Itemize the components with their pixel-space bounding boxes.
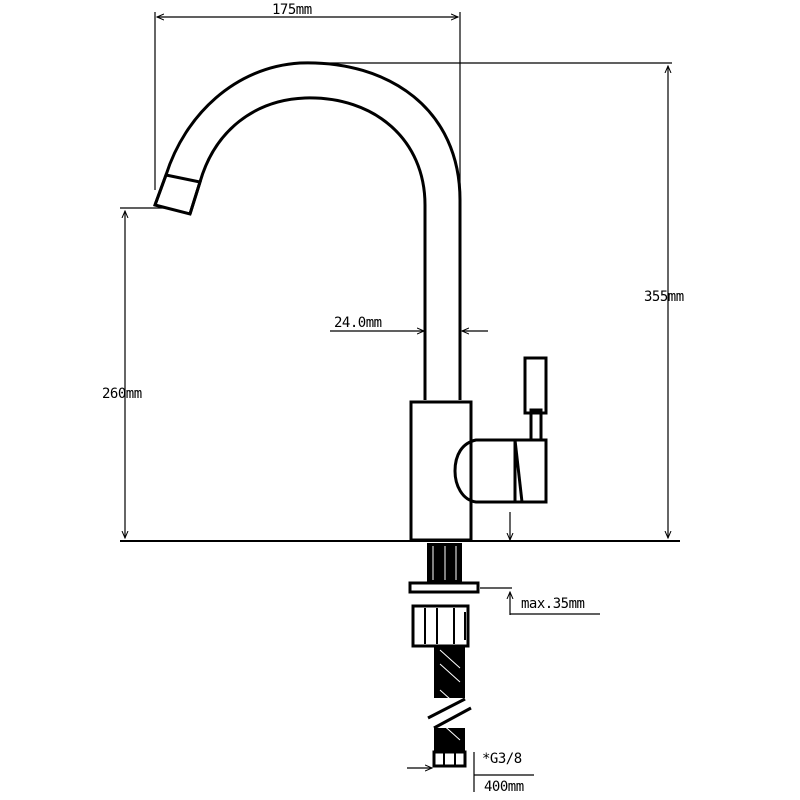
handle-lever <box>523 356 548 415</box>
label-spout-height: 260mm <box>102 386 142 402</box>
hose-braid-pattern <box>439 649 461 741</box>
mounting-washer <box>408 581 480 594</box>
body-block <box>409 400 473 542</box>
hose-break-gap <box>420 698 478 728</box>
handle-divider <box>513 439 524 503</box>
mounting-nut <box>411 604 470 648</box>
label-max-thickness: max.35mm <box>521 596 585 612</box>
spout-aerator-tip <box>153 173 202 216</box>
faucet-spout <box>153 61 462 400</box>
break-line-2 <box>433 706 472 730</box>
dimension-thread: *G3/8 <box>473 751 522 792</box>
faucet-body <box>409 400 473 542</box>
label-total-height: 355mm <box>644 289 684 305</box>
hose-end-fitting <box>432 750 467 768</box>
label-pipe-diameter: 24.0mm <box>334 315 382 331</box>
label-width-top: 175mm <box>272 2 312 18</box>
threaded-shank <box>408 543 480 648</box>
handle-neck <box>529 408 543 442</box>
dimension-spout-height: 260mm <box>102 207 165 538</box>
dimension-max-thickness: max.35mm <box>480 512 600 615</box>
spout-outer-edge <box>153 61 462 400</box>
dimension-total-height: 355mm <box>300 62 684 538</box>
dimension-width-top: 175mm <box>154 2 461 395</box>
dimension-pipe-diameter: 24.0mm <box>330 315 488 331</box>
dimension-hose-length: 400mm <box>407 768 534 795</box>
spout-inner-edge <box>188 96 427 400</box>
label-thread: *G3/8 <box>482 751 522 767</box>
handle-hub <box>453 438 517 504</box>
label-hose-length: 400mm <box>484 779 524 795</box>
supply-hose <box>420 646 478 768</box>
break-line-1 <box>427 697 466 720</box>
faucet-handle <box>453 356 548 504</box>
